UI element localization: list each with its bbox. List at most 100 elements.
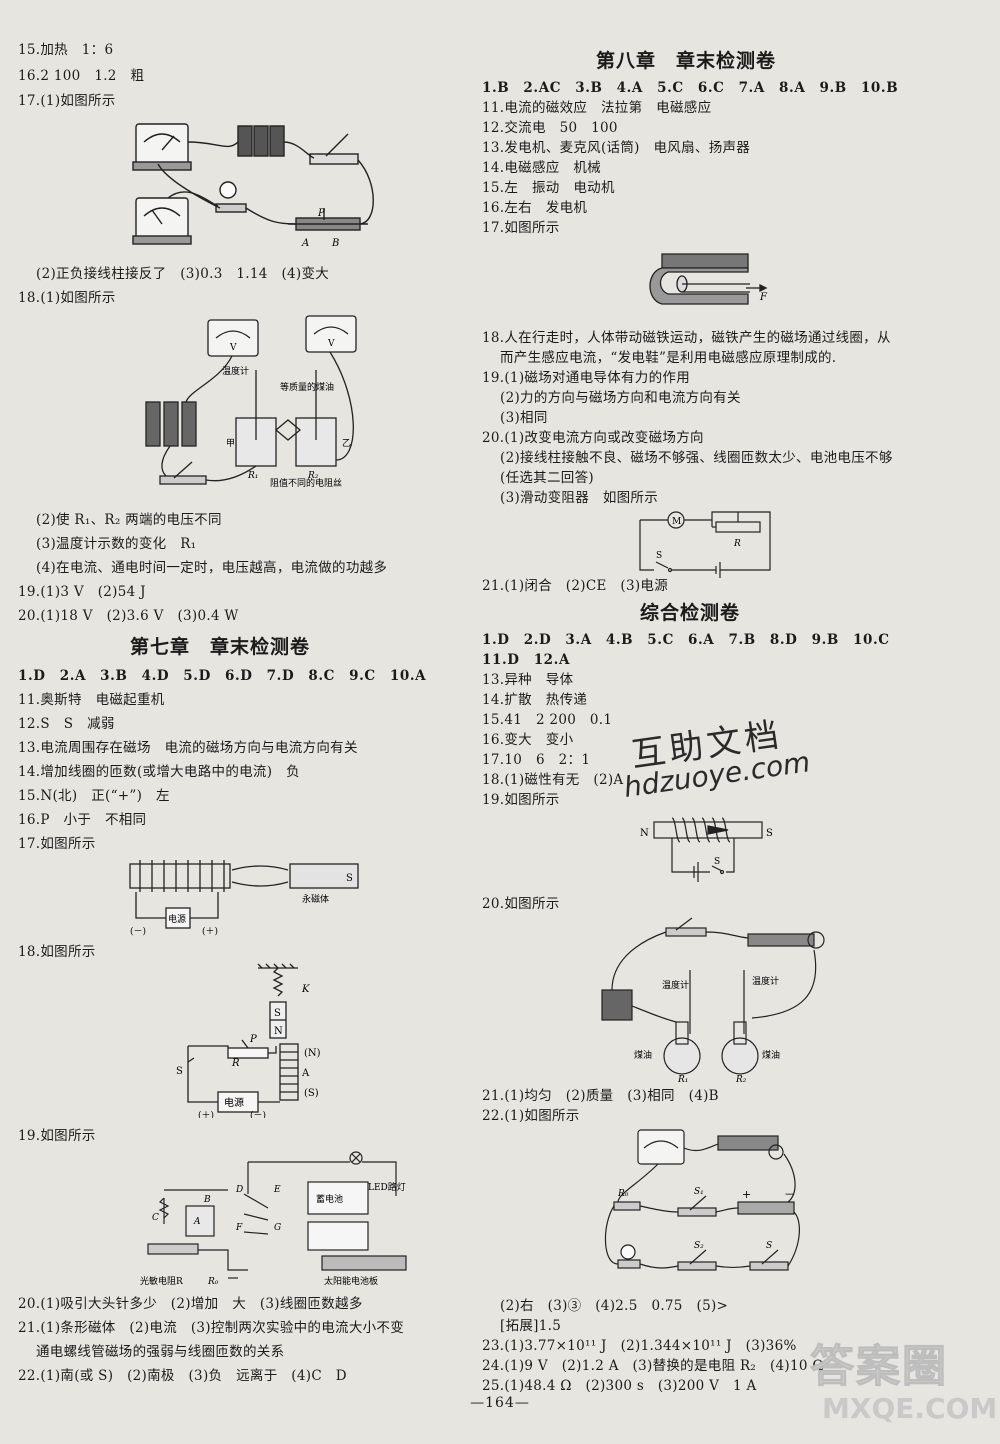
comp-answer-19: 19.如图所示 (482, 792, 560, 808)
magnet-rod-figure-8-17: F (642, 248, 772, 318)
fig8-20-m: M (672, 517, 681, 527)
comp-answer-18: 18.(1)磁性有无 (2)A (482, 772, 624, 788)
fig18-r2: R₂ (307, 471, 319, 481)
ch7-answer-17: 17.如图所示 (18, 836, 96, 852)
fig18-jia: 甲 (226, 438, 235, 449)
fig7-17-source: 电源 (168, 913, 186, 925)
fig7-19-r0: R₀ (207, 1277, 219, 1287)
fig18-r1: R₁ (247, 471, 258, 481)
fig7-19-solar: 太阳能电池板 (324, 1275, 378, 1287)
solenoid-figure-z19: N S S (638, 808, 778, 892)
answer-16: 16.2 100 1.2 粗 (18, 68, 145, 84)
chapter-8-title: 第八章 章末检测卷 (596, 50, 777, 72)
stamp-cn: 答案圈 (810, 1341, 948, 1393)
chapter-7-title: 第七章 章末检测卷 (130, 636, 311, 658)
figz20-oil-1: 煤油 (634, 1049, 652, 1061)
site-logo-stamp: 答案圈 MXQE.COM (810, 1330, 998, 1440)
ch8-answer-20: 20.(1)改变电流方向或改变磁场方向 (482, 430, 704, 446)
comp-answer-14: 14.扩散 热传递 (482, 692, 588, 708)
comp-answer-17: 17.10 6 2：1 (482, 752, 591, 768)
ch7-answer-21: 21.(1)条形磁体 (2)电流 (3)控制两次实验中的电流大小不变 (18, 1320, 405, 1336)
electromagnet-figure-7-18: K S N R P A (N) (S) S 电源 (＋) (－) (158, 962, 348, 1118)
fig17-label-b: B (331, 238, 339, 249)
ch8-answer-20-part2: (2)接线柱接触不良、磁场不够强、线圈匝数太少、电池电压不够 (500, 450, 893, 466)
ch8-answer-14: 14.电磁感应 机械 (482, 160, 601, 176)
circuit-figure-17: P A B (128, 112, 388, 260)
ch8-answer-13: 13.发电机、麦克风(话筒) 电风扇、扬声器 (482, 140, 751, 156)
fig18-v2: V (327, 339, 335, 349)
ch7-answer-19: 19.如图所示 (18, 1128, 96, 1144)
comp-answers-1-10: 1.D 2.D 3.A 4.B 5.C 6.A 7.B 8.D 9.B 10.C (482, 632, 890, 648)
fig7-19-c: C (152, 1213, 159, 1223)
comp-answer-21: 21.(1)均匀 (2)质量 (3)相同 (4)B (482, 1088, 719, 1104)
figz22-plus: + (742, 1188, 751, 1201)
ch7-answer-22: 22.(1)南(或 S) (2)南极 (3)负 远离于 (4)C D (18, 1368, 347, 1384)
fig7-19-g: G (274, 1223, 281, 1233)
fig8-20-s: S (656, 551, 662, 561)
comp-answer-15: 15.41 2 200 0.1 (482, 712, 613, 728)
fig7-19-f: F (235, 1223, 243, 1233)
ch7-answer-12: 12.S S 减弱 (18, 716, 115, 732)
comp-answer-22: 22.(1)如图所示 (482, 1108, 580, 1124)
comp-answer-22-part2: (2)右 (3)③ (4)2.5 0.75 (5)> (500, 1298, 729, 1314)
figz22-s1: S₁ (694, 1187, 704, 1197)
fig7-19-d: D (235, 1185, 243, 1195)
comprehensive-test-title: 综合检测卷 (640, 602, 741, 624)
circuit-figure-z22: R₀ S₁ S₂ S + － (598, 1124, 808, 1294)
fig17-label-p: P (317, 208, 325, 219)
fig7-18-s-par: (S) (304, 1088, 319, 1099)
comp-answer-25: 25.(1)48.4 Ω (2)300 s (3)200 V 1 A (482, 1378, 757, 1394)
fig18-v1: V (229, 343, 237, 353)
answer-19: 19.(1)3 V (2)54 J (18, 584, 146, 600)
comp-answers-11-12: 11.D 12.A (482, 652, 571, 668)
figz22-minus: － (784, 1188, 795, 1201)
fig7-19-battery: 蓄电池 (316, 1193, 343, 1205)
ch7-answer-13: 13.电流周围存在磁场 电流的磁场方向与电流方向有关 (18, 740, 358, 756)
stamp-url: MXQE.COM (822, 1392, 998, 1425)
fig7-19-b: B (203, 1195, 211, 1205)
ch8-answer-18-part2: 而产生感应电流，“发电鞋”是利用电磁感应原理制成的. (500, 350, 837, 366)
comp-answer-23: 23.(1)3.77×10¹¹ J (2)1.344×10¹¹ J (3)36% (482, 1338, 797, 1354)
figz22-r0: R₀ (617, 1189, 629, 1199)
answer-15: 15.加热 1：6 (18, 42, 114, 58)
comp-answer-20: 20.如图所示 (482, 896, 560, 912)
fig18-wire: 阻值不同的电阻丝 (270, 477, 342, 489)
figz20-r2: R₂ (735, 1075, 747, 1084)
page-number: —164— (470, 1395, 530, 1411)
ch7-answer-21-part2: 通电螺线管磁场的强弱与线圈匝数的关系 (36, 1344, 285, 1360)
ch7-answer-11: 11.奥斯特 电磁起重机 (18, 692, 165, 708)
fig7-18-p: P (249, 1034, 257, 1045)
ch8-answer-12: 12.交流电 50 100 (482, 120, 618, 136)
fig7-18-n: N (274, 1026, 283, 1037)
answer-17-part2: (2)正负接线柱接反了 (3)0.3 1.14 (4)变大 (36, 266, 330, 282)
figz20-r1: R₁ (677, 1075, 688, 1084)
fig7-18-plus: (＋) (198, 1110, 214, 1118)
answer-18-part4: (4)在电流、通电时间一定时，电压越高，电流做的功越多 (36, 560, 388, 576)
ch8-answer-15: 15.左 振动 电动机 (482, 180, 615, 196)
ch8-answer-19-part3: (3)相同 (500, 410, 548, 426)
fig18-thermo: 温度计 (222, 365, 249, 377)
fig7-18-k: K (301, 984, 310, 995)
figz22-s2: S₂ (694, 1241, 704, 1251)
fig7-18-sw: S (176, 1066, 183, 1077)
fig7-19-led: LED路灯 (368, 1181, 406, 1193)
figz20-thermo-1: 温度计 (662, 979, 689, 991)
answer-18-part3: (3)温度计示数的变化 R₁ (36, 536, 197, 552)
ch7-answer-20: 20.(1)吸引大头针多少 (2)增加 大 (3)线圈匝数越多 (18, 1296, 363, 1312)
ch8-answer-18: 18.人在行走时，人体带动磁铁运动，磁铁产生的磁场通过线圈，从 (482, 330, 891, 346)
ch8-answer-17: 17.如图所示 (482, 220, 560, 236)
ch8-answer-16: 16.左右 发电机 (482, 200, 588, 216)
comp-answer-16: 16.变大 变小 (482, 732, 574, 748)
ch8-answer-11: 11.电流的磁效应 法拉第 电磁感应 (482, 100, 712, 116)
ch8-answer-20-part3: (任选其二回答) (500, 470, 594, 486)
ch7-answer-16: 16.P 小于 不相同 (18, 812, 147, 828)
comp-answer-22-extension: [拓展]1.5 (500, 1318, 562, 1334)
ch7-answers-1-10: 1.D 2.A 3.B 4.D 5.D 6.D 7.D 8.C 9.C 10.A (18, 668, 427, 684)
answer-18-part2: (2)使 R₁、R₂ 两端的电压不同 (36, 512, 222, 528)
solenoid-figure-7-17: S 永磁体 电源 (－) (＋) (126, 856, 376, 940)
figz19-sw: S (714, 857, 720, 867)
fig7-18-source: 电源 (224, 1096, 244, 1109)
figz22-s: S (766, 1241, 772, 1251)
ch8-answer-19-part2: (2)力的方向与磁场方向和电流方向有关 (500, 390, 741, 406)
comp-answer-24: 24.(1)9 V (2)1.2 A (3)替换的是电阻 R₂ (4)10 Ω (482, 1358, 824, 1374)
